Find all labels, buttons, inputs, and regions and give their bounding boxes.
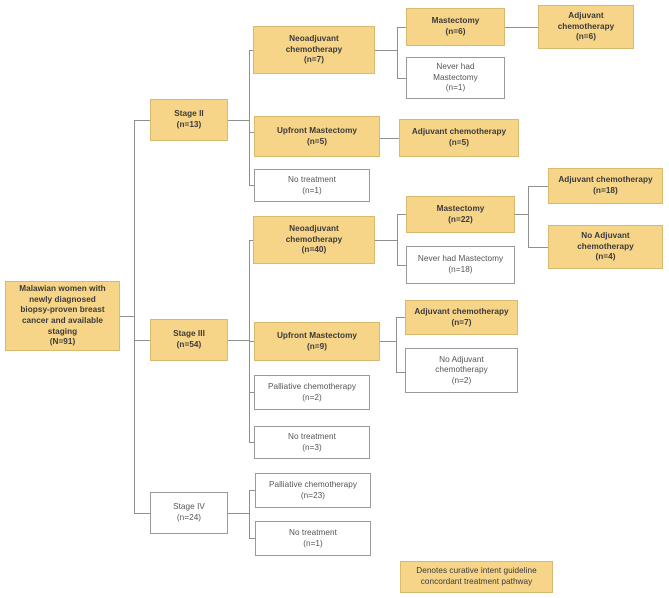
edge-stage3-to-notreatment <box>249 442 254 443</box>
edge-s2upfront-to-adj <box>380 138 399 139</box>
edge-s2neoadj-trunk <box>397 27 398 79</box>
edge-s2neoadj-to-nomast <box>397 78 406 79</box>
edge-s2neoadj-to-mast <box>397 27 406 28</box>
node-stage3-never-had-mastectomy[interactable]: Never had Mastectomy (n=18) <box>406 246 515 284</box>
node-stage2-no-treatment[interactable]: No treatment (n=1) <box>254 169 370 202</box>
node-stage4-no-treatment[interactable]: No treatment (n=1) <box>255 521 371 556</box>
edge-root-to-trunk <box>120 316 135 317</box>
edge-stage2-trunk <box>249 50 250 185</box>
edge-stage2-to-upfront <box>249 132 254 133</box>
edge-trunk-to-stage3 <box>134 340 150 341</box>
node-stage2-upfront-adjuvant-chemotherapy[interactable]: Adjuvant chemotherapy (n=5) <box>399 119 519 157</box>
node-stage2-neoadjuvant-mastectomy-adjuvant-chemotherapy[interactable]: Adjuvant chemotherapy (n=6) <box>538 5 634 49</box>
edge-s3mast-trunk <box>528 186 529 248</box>
node-stage-4[interactable]: Stage IV (n=24) <box>150 492 228 534</box>
node-stage3-palliative-chemotherapy[interactable]: Palliative chemotherapy (n=2) <box>254 375 370 410</box>
edge-stage3-out <box>228 340 250 341</box>
edge-trunk-to-stage2 <box>134 120 150 121</box>
edge-stage2-to-neoadj <box>249 50 254 51</box>
edge-trunk-main <box>134 120 135 514</box>
node-stage3-mastectomy-adjuvant-chemotherapy[interactable]: Adjuvant chemotherapy (n=18) <box>548 168 663 204</box>
node-stage-2[interactable]: Stage II (n=13) <box>150 99 228 141</box>
edge-stage4-trunk <box>249 490 250 539</box>
edge-s3neoadj-to-nomast <box>397 265 406 266</box>
edge-s3mast-to-noadj <box>528 247 548 248</box>
node-stage3-upfront-mastectomy[interactable]: Upfront Mastectomy (n=9) <box>254 322 380 361</box>
edge-s2neoadj-out <box>375 50 398 51</box>
node-stage-3[interactable]: Stage III (n=54) <box>150 319 228 361</box>
edge-trunk-to-stage4 <box>134 513 150 514</box>
edge-stage2-out <box>228 120 250 121</box>
node-stage2-never-had-mastectomy[interactable]: Never had Mastectomy (n=1) <box>406 57 505 99</box>
node-root-cohort[interactable]: Malawian women with newly diagnosed biop… <box>5 281 120 351</box>
node-stage2-neoadjuvant-chemotherapy[interactable]: Neoadjuvant chemotherapy (n=7) <box>253 26 375 74</box>
edge-s2mast-to-adj <box>505 27 538 28</box>
edge-stage4-to-notreatment <box>249 538 255 539</box>
edge-stage3-to-neoadj <box>249 240 254 241</box>
edge-stage3-to-upfront <box>249 341 254 342</box>
edge-stage2-to-notreatment <box>249 185 254 186</box>
edge-s3upfront-trunk <box>396 317 397 373</box>
node-stage3-no-treatment[interactable]: No treatment (n=3) <box>254 426 370 459</box>
edge-s3upfront-out <box>380 341 397 342</box>
edge-stage4-to-palliative <box>249 490 255 491</box>
edge-s3mast-out <box>515 214 529 215</box>
edge-s3upfront-to-adj <box>396 317 405 318</box>
edge-s3mast-to-adj <box>528 186 548 187</box>
edge-s3upfront-to-noadj <box>396 372 405 373</box>
edge-s3neoadj-to-mast <box>397 214 406 215</box>
legend-curative-intent-pathway: Denotes curative intent guideline concor… <box>400 561 553 593</box>
node-stage3-upfront-no-adjuvant-chemotherapy[interactable]: No Adjuvant chemotherapy (n=2) <box>405 348 518 393</box>
node-stage3-neoadjuvant-chemotherapy[interactable]: Neoadjuvant chemotherapy (n=40) <box>253 216 375 264</box>
edge-s3neoadj-out <box>375 240 398 241</box>
edge-stage4-out <box>228 513 250 514</box>
edge-s3neoadj-trunk <box>397 214 398 266</box>
edge-stage3-to-palliative <box>249 392 254 393</box>
node-stage3-mastectomy-no-adjuvant-chemotherapy[interactable]: No Adjuvant chemotherapy (n=4) <box>548 225 663 269</box>
node-stage3-upfront-adjuvant-chemotherapy[interactable]: Adjuvant chemotherapy (n=7) <box>405 300 518 335</box>
node-stage3-neoadjuvant-mastectomy[interactable]: Mastectomy (n=22) <box>406 196 515 233</box>
node-stage4-palliative-chemotherapy[interactable]: Palliative chemotherapy (n=23) <box>255 473 371 508</box>
node-stage2-upfront-mastectomy[interactable]: Upfront Mastectomy (n=5) <box>254 116 380 157</box>
node-stage2-neoadjuvant-mastectomy[interactable]: Mastectomy (n=6) <box>406 8 505 46</box>
